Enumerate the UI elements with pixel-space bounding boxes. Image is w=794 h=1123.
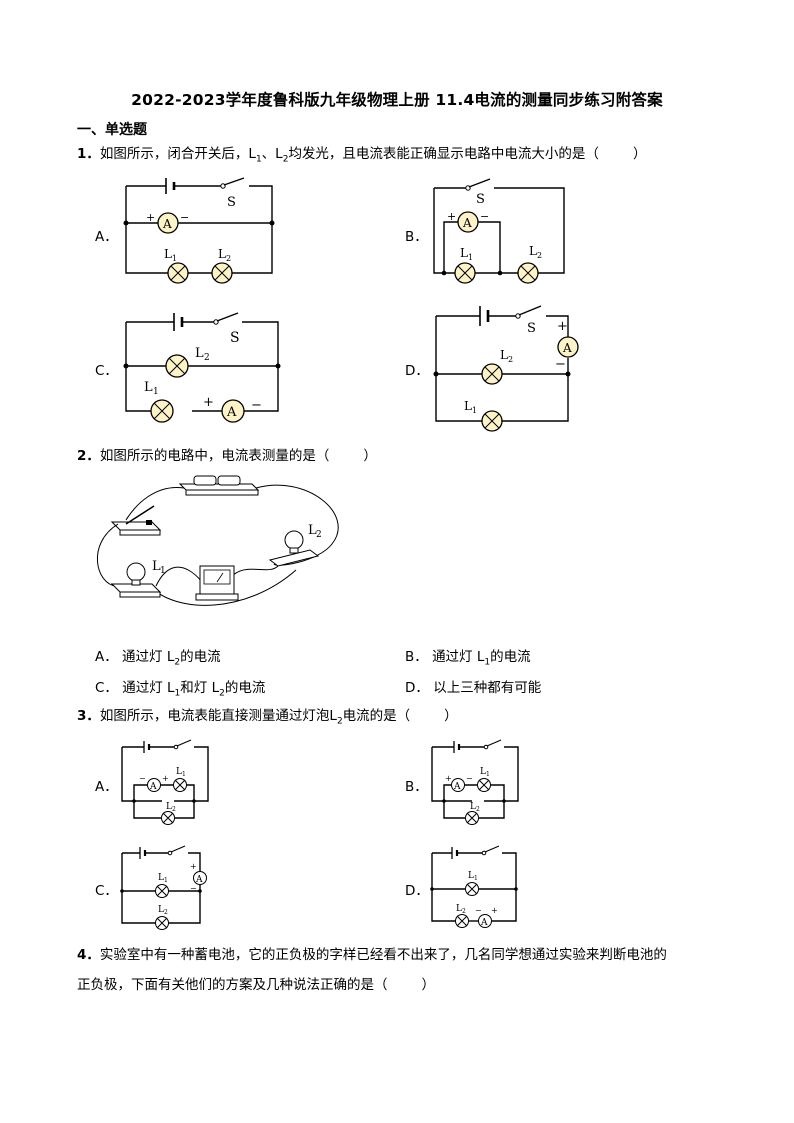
svg-text:1: 1 [182, 771, 186, 778]
svg-text:2: 2 [537, 251, 542, 260]
svg-text:L: L [158, 873, 164, 883]
svg-text:−: − [466, 774, 473, 783]
svg-text:−: − [139, 774, 146, 783]
q3-option-d-label[interactable]: D． [405, 883, 429, 899]
question-4-line-1: 4．实验室中有一种蓄电池，它的正负极的字样已经看不出来了，几名同学想通过实验来判… [77, 947, 667, 963]
svg-text:1: 1 [160, 566, 166, 576]
svg-text:L: L [460, 246, 468, 260]
svg-text:S: S [527, 321, 536, 336]
svg-text:L: L [456, 904, 462, 914]
svg-text:2: 2 [172, 806, 176, 813]
svg-text:L: L [500, 348, 508, 362]
svg-text:−: − [251, 398, 262, 413]
svg-text:2: 2 [204, 353, 210, 363]
svg-text:L: L [158, 905, 164, 915]
svg-text:A: A [453, 782, 461, 792]
svg-text:S: S [227, 195, 236, 210]
svg-text:L: L [164, 247, 172, 261]
svg-text:L: L [470, 802, 476, 812]
svg-text:A: A [480, 918, 488, 928]
svg-text:2: 2 [226, 254, 231, 263]
svg-text:L: L [464, 399, 472, 413]
svg-text:2: 2 [508, 355, 513, 364]
svg-text:A: A [226, 405, 237, 420]
svg-text:1: 1 [472, 406, 477, 415]
svg-text:1: 1 [164, 877, 168, 884]
question-1-stem: 1．如图所示，闭合开关后，L1、L2均发光，且电流表能正确显示电路中电流大小的是… [77, 146, 647, 165]
question-2-stem: 2．如图所示的电路中，电流表测量的是（） [77, 448, 377, 464]
svg-text:2: 2 [476, 806, 480, 813]
q2-option-a[interactable]: A． 通过灯 L2的电流 [95, 649, 221, 668]
svg-text:−: − [190, 884, 197, 893]
question-4-line-2: 正负极，下面有关他们的方案及几种说法正确的是（） [77, 977, 435, 993]
svg-text:A: A [195, 875, 203, 885]
svg-text:2: 2 [316, 530, 322, 540]
svg-text:A: A [162, 217, 172, 231]
q2-option-d[interactable]: D． 以上三种都有可能 [405, 680, 542, 696]
svg-text:L: L [144, 380, 153, 395]
svg-text:L: L [195, 346, 204, 361]
svg-text:1: 1 [172, 254, 177, 263]
svg-text:+: + [203, 395, 214, 410]
svg-text:S: S [230, 330, 240, 346]
svg-text:L: L [468, 871, 474, 881]
svg-text:S: S [476, 192, 485, 207]
svg-text:L: L [176, 767, 182, 777]
q3-option-b-label[interactable]: B． [405, 779, 428, 795]
page-title: 2022-2023学年度鲁科版九年级物理上册 11.4电流的测量同步练习附答案 [131, 91, 663, 109]
svg-text:A: A [462, 216, 472, 230]
svg-text:2: 2 [164, 909, 168, 916]
svg-text:+: + [447, 210, 456, 223]
svg-text:+: + [445, 774, 452, 783]
q3-option-c-label[interactable]: C． [95, 883, 118, 899]
svg-text:−: − [480, 210, 489, 223]
svg-text:1: 1 [153, 387, 159, 397]
svg-text:+: + [491, 906, 498, 915]
q3-option-a-label[interactable]: A． [95, 779, 118, 795]
svg-text:+: + [557, 319, 568, 334]
svg-text:+: + [162, 774, 169, 783]
svg-text:L: L [166, 802, 172, 812]
svg-text:+: + [146, 211, 155, 224]
svg-text:2: 2 [462, 908, 466, 915]
svg-text:L: L [480, 767, 486, 777]
svg-text:L: L [218, 247, 226, 261]
q2-option-b[interactable]: B． 通过灯 L1的电流 [405, 649, 531, 668]
svg-text:−: − [475, 906, 482, 915]
question-3-stem: 3．如图所示，电流表能直接测量通过灯泡L2电流的是（） [77, 708, 458, 727]
svg-text:+: + [190, 862, 197, 871]
svg-text:L: L [529, 244, 537, 258]
svg-text:L: L [308, 523, 317, 538]
svg-text:1: 1 [468, 253, 473, 262]
svg-text:−: − [180, 211, 189, 224]
q1-option-a-label[interactable]: A． [95, 229, 118, 245]
section-heading: 一、单选题 [77, 122, 147, 138]
svg-text:L: L [152, 559, 161, 574]
q2-option-c[interactable]: C． 通过灯 L1和灯 L2的电流 [95, 680, 266, 699]
q1-option-d-label[interactable]: D． [405, 363, 429, 379]
q1-option-c-label[interactable]: C． [95, 363, 118, 379]
q1-option-b-label[interactable]: B． [405, 229, 428, 245]
svg-text:1: 1 [486, 771, 490, 778]
svg-text:1: 1 [474, 875, 478, 882]
svg-text:A: A [149, 782, 157, 792]
svg-text:−: − [555, 357, 566, 372]
svg-text:A: A [562, 341, 572, 355]
